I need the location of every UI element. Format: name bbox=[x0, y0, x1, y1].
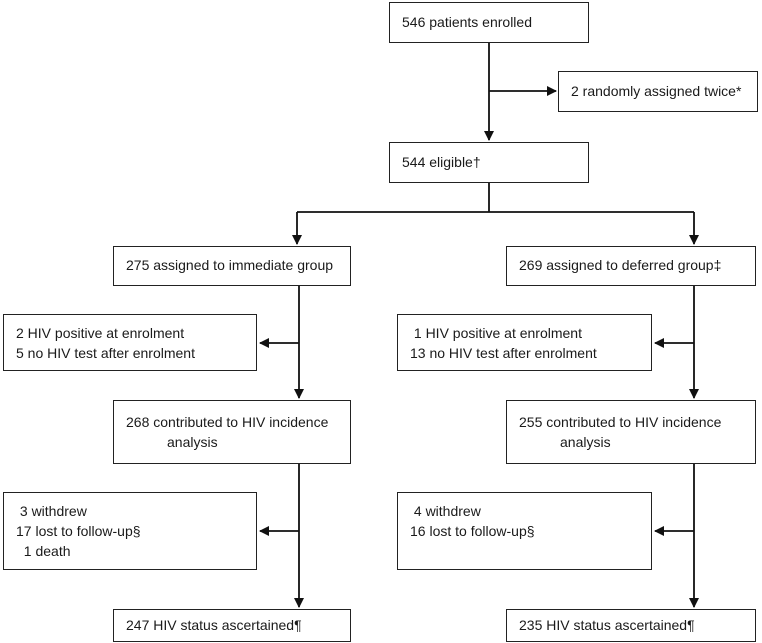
enrolled-text: 546 patients enrolled bbox=[402, 14, 532, 30]
immediate-lost-line-3: 1 death bbox=[16, 543, 71, 559]
deferred-lost-line-2: 16 lost to follow-up§ bbox=[410, 523, 535, 539]
deferred-contributed-box: 255 contributed to HIV incidence analysi… bbox=[506, 400, 756, 464]
immediate-contributed-box: 268 contributed to HIV incidence analysi… bbox=[113, 400, 351, 464]
eligible-text: 544 eligible† bbox=[402, 154, 481, 170]
deferred-excluded-line-2: 13 no HIV test after enrolment bbox=[410, 345, 597, 361]
deferred-lost-line-1: 4 withdrew bbox=[410, 503, 481, 519]
immediate-lost-box: 3 withdrew 17 lost to follow-up§ 1 death bbox=[3, 492, 257, 570]
deferred-contributed-line-1: 255 contributed to HIV incidence bbox=[519, 414, 722, 430]
deferred-lost-box: 4 withdrew 16 lost to follow-up§ bbox=[397, 492, 652, 570]
deferred-assigned-text: 269 assigned to deferred group‡ bbox=[519, 257, 722, 273]
deferred-excluded-box: 1 HIV positive at enrolment 13 no HIV te… bbox=[397, 314, 652, 371]
deferred-ascertained-box: 235 HIV status ascertained¶ bbox=[506, 609, 756, 642]
deferred-contributed-line-2: analysis bbox=[560, 434, 611, 450]
deferred-ascertained-text: 235 HIV status ascertained¶ bbox=[519, 617, 695, 633]
immediate-contributed-line-2: analysis bbox=[167, 434, 218, 450]
excluded-twice-text: 2 randomly assigned twice* bbox=[571, 83, 742, 99]
immediate-ascertained-box: 247 HIV status ascertained¶ bbox=[113, 609, 351, 642]
immediate-lost-line-2: 17 lost to follow-up§ bbox=[16, 523, 141, 539]
immediate-excluded-line-2: 5 no HIV test after enrolment bbox=[16, 345, 195, 361]
deferred-assigned-box: 269 assigned to deferred group‡ bbox=[506, 246, 756, 286]
immediate-assigned-text: 275 assigned to immediate group bbox=[126, 257, 334, 273]
eligible-box: 544 eligible† bbox=[389, 142, 589, 183]
immediate-lost-line-1: 3 withdrew bbox=[16, 503, 87, 519]
immediate-ascertained-text: 247 HIV status ascertained¶ bbox=[126, 617, 302, 633]
immediate-excluded-line-1: 2 HIV positive at enrolment bbox=[16, 325, 185, 341]
enrolled-box: 546 patients enrolled bbox=[389, 2, 589, 43]
deferred-excluded-line-1: 1 HIV positive at enrolment bbox=[410, 325, 582, 341]
immediate-excluded-box: 2 HIV positive at enrolment 5 no HIV tes… bbox=[3, 314, 257, 371]
excluded-twice-box: 2 randomly assigned twice* bbox=[558, 71, 758, 112]
immediate-contributed-line-1: 268 contributed to HIV incidence bbox=[126, 414, 329, 430]
immediate-assigned-box: 275 assigned to immediate group bbox=[113, 246, 351, 286]
